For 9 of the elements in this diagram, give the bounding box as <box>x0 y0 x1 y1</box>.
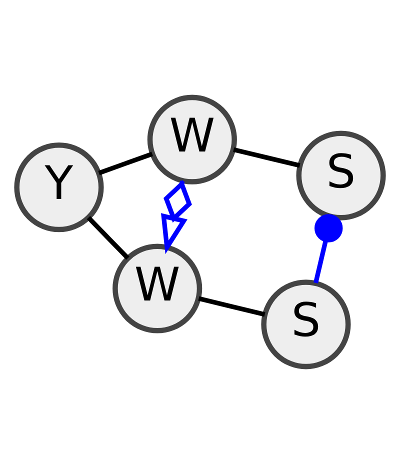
connector <box>98 151 153 175</box>
node-circle: S <box>261 279 351 369</box>
node-circle: W <box>112 243 202 333</box>
connector <box>313 214 343 283</box>
connector <box>233 146 300 168</box>
node-circle: Y <box>14 142 104 232</box>
connector <box>86 216 130 260</box>
node-circle: S <box>296 130 386 220</box>
connector <box>198 296 266 316</box>
